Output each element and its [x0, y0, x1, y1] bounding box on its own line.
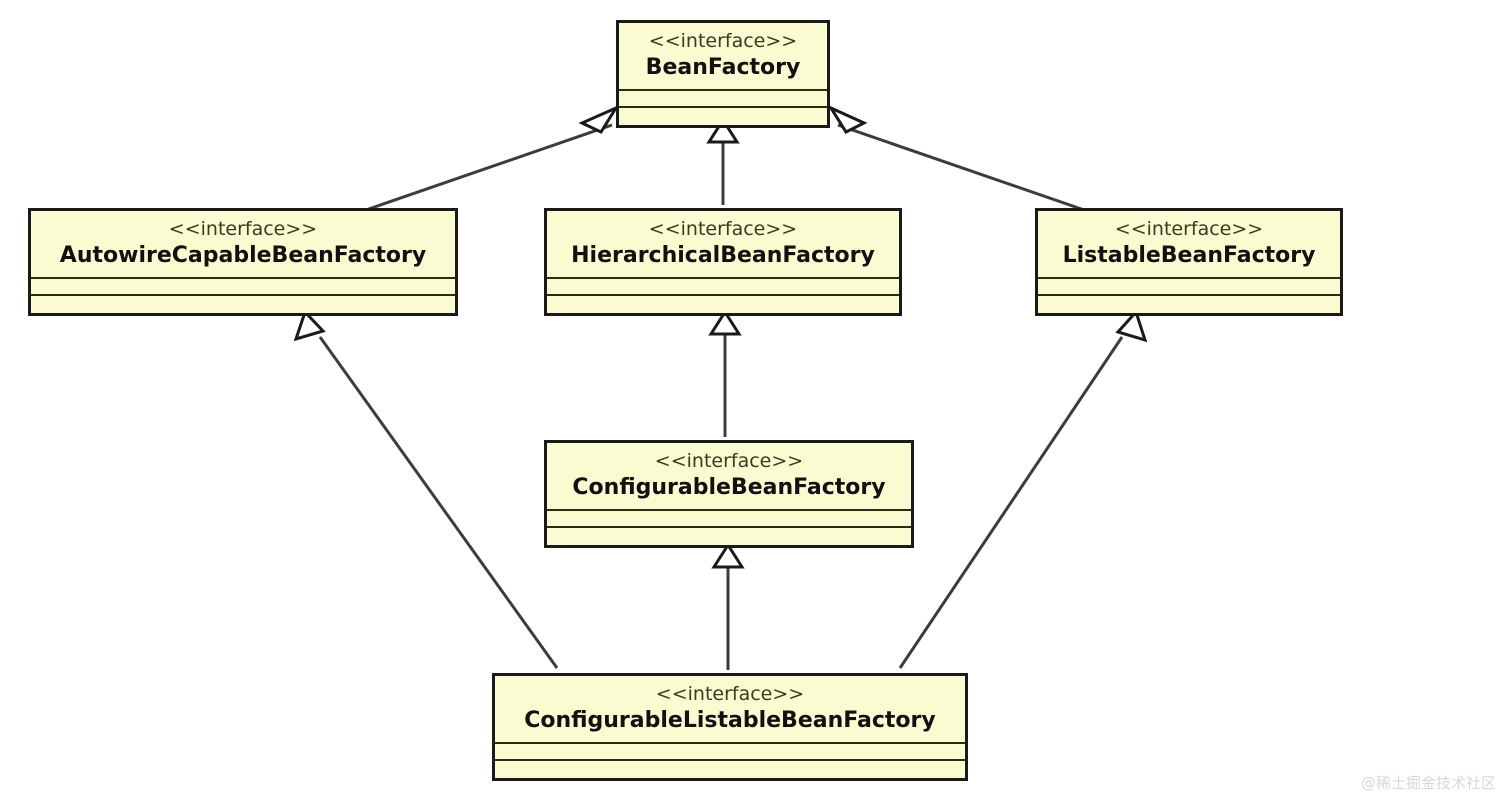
class-attributes-compartment	[31, 279, 455, 296]
class-title-compartment: <<interface>> ConfigurableListableBeanFa…	[495, 676, 965, 744]
class-name: HierarchicalBeanFactory	[571, 243, 875, 268]
class-stereotype: <<interface>>	[648, 218, 798, 240]
class-operations-compartment	[547, 528, 911, 545]
uml-class-hierarchical-bean-factory[interactable]: <<interface>> HierarchicalBeanFactory	[544, 208, 902, 316]
class-stereotype: <<interface>>	[654, 450, 804, 472]
generalization-conflistable-to-listable	[898, 309, 1148, 669]
uml-class-listable-bean-factory[interactable]: <<interface>> ListableBeanFactory	[1035, 208, 1343, 316]
class-title-compartment: <<interface>> ConfigurableBeanFactory	[547, 443, 911, 511]
class-title-compartment: <<interface>> HierarchicalBeanFactory	[547, 211, 899, 279]
generalization-listable-to-beanfactory	[827, 104, 1091, 214]
uml-class-bean-factory[interactable]: <<interface>> BeanFactory	[616, 20, 830, 128]
class-operations-compartment	[1038, 296, 1340, 313]
class-name: ConfigurableListableBeanFactory	[524, 708, 936, 733]
class-name: BeanFactory	[645, 55, 801, 80]
class-stereotype: <<interface>>	[168, 218, 318, 240]
generalization-conflistable-to-configurable	[711, 542, 745, 670]
class-operations-compartment	[619, 108, 827, 125]
class-title-compartment: <<interface>> BeanFactory	[619, 23, 827, 91]
class-name: ConfigurableBeanFactory	[572, 475, 886, 500]
generalization-hierarchical-to-beanfactory	[706, 117, 740, 205]
class-name: AutowireCapableBeanFactory	[59, 243, 427, 268]
watermark-text: @稀土掘金技术社区	[1360, 774, 1496, 792]
uml-class-configurable-listable-bean-factory[interactable]: <<interface>> ConfigurableListableBeanFa…	[492, 673, 968, 781]
generalization-configurable-to-hierarchical	[708, 309, 742, 437]
class-stereotype: <<interface>>	[648, 30, 798, 52]
class-operations-compartment	[495, 761, 965, 778]
class-attributes-compartment	[619, 91, 827, 108]
class-operations-compartment	[547, 296, 899, 313]
class-operations-compartment	[31, 296, 455, 313]
class-stereotype: <<interface>>	[1114, 218, 1264, 240]
uml-class-configurable-bean-factory[interactable]: <<interface>> ConfigurableBeanFactory	[544, 440, 914, 548]
generalization-autowire-to-beanfactory	[359, 104, 620, 214]
class-attributes-compartment	[1038, 279, 1340, 296]
class-name: ListableBeanFactory	[1062, 243, 1316, 268]
uml-class-autowire-capable-bean-factory[interactable]: <<interface>> AutowireCapableBeanFactory	[28, 208, 458, 316]
class-attributes-compartment	[547, 279, 899, 296]
class-attributes-compartment	[495, 744, 965, 761]
generalization-conflistable-to-autowire	[293, 309, 559, 669]
class-title-compartment: <<interface>> ListableBeanFactory	[1038, 211, 1340, 279]
class-title-compartment: <<interface>> AutowireCapableBeanFactory	[31, 211, 455, 279]
class-stereotype: <<interface>>	[655, 683, 805, 705]
class-attributes-compartment	[547, 511, 911, 528]
